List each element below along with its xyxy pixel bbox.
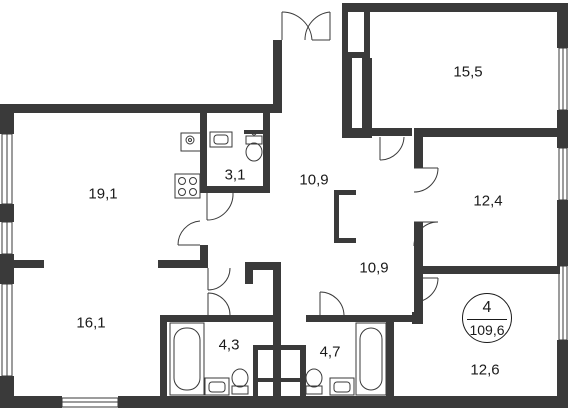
windows <box>1 47 568 408</box>
room-area-kitchen-living: 19,1 <box>88 185 118 203</box>
room-area-bathroom-left: 4,3 <box>218 336 240 354</box>
doors <box>177 11 439 316</box>
room-count: 4 <box>482 299 492 316</box>
room-area-bedroom-bottom-left: 16,1 <box>76 314 106 332</box>
badge-divider <box>467 319 507 320</box>
room-area-hall-upper: 10,9 <box>299 171 329 189</box>
room-area-bathroom-small: 3,1 <box>224 166 246 184</box>
room-area-bedroom-top-right: 15,5 <box>453 63 483 81</box>
interior-walls <box>14 12 560 408</box>
room-area-hall-lower: 10,9 <box>359 259 389 277</box>
room-area-bedroom-bottom-right: 12,6 <box>470 361 500 379</box>
exterior-walls <box>0 3 568 408</box>
room-area-bathroom-right: 4,7 <box>319 343 341 361</box>
apartment-summary-badge: 4 109,6 <box>462 293 512 343</box>
fixtures <box>169 130 387 396</box>
room-area-bedroom-middle-right: 12,4 <box>473 192 503 210</box>
total-area: 109,6 <box>469 322 505 338</box>
